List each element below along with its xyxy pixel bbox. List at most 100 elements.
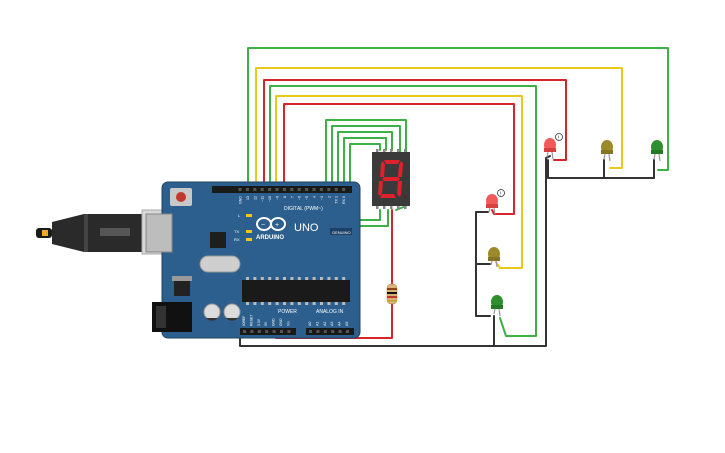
digital-pin[interactable] <box>342 188 346 191</box>
analog-pin-label: A3 <box>330 322 334 326</box>
chip-pin <box>283 302 286 305</box>
chip-pin <box>246 302 249 305</box>
chip-pin <box>283 277 286 280</box>
analog-pin[interactable] <box>323 330 327 333</box>
display-pin[interactable] <box>390 149 393 152</box>
arduino-logo: − + ARDUINO <box>256 217 286 241</box>
power-pin-label: Vin <box>286 321 290 326</box>
power-pin[interactable] <box>257 330 261 333</box>
chip-pin <box>305 302 309 305</box>
digital-pins <box>238 188 346 191</box>
digital-pin[interactable] <box>312 188 316 191</box>
segment-d <box>380 194 396 198</box>
display-pin[interactable] <box>404 149 407 152</box>
digital-pin[interactable] <box>334 188 338 191</box>
led-l-label: L <box>238 213 241 218</box>
display-pin[interactable] <box>383 206 386 209</box>
genuino-text: GENUINO <box>332 230 351 235</box>
digital-pin[interactable] <box>245 188 249 191</box>
digital-pin[interactable] <box>327 188 331 191</box>
led-red-1[interactable] <box>486 194 498 215</box>
analog-pin-label: A1 <box>315 322 319 326</box>
power-pin[interactable] <box>250 330 254 333</box>
analog-pin[interactable] <box>309 330 312 333</box>
brand-text: ARDUINO <box>256 235 284 241</box>
analog-pin[interactable] <box>346 330 349 333</box>
display-pin[interactable] <box>383 149 386 152</box>
led-info-marker-1[interactable]: ! <box>497 189 505 198</box>
chip-pin <box>312 277 316 280</box>
chip-pin <box>260 302 264 305</box>
chip-pin <box>334 277 338 280</box>
led-green-2[interactable] <box>651 140 663 162</box>
chip-pin <box>290 277 294 280</box>
led-yellow-2[interactable] <box>601 140 613 162</box>
digital-pin-label: ~11 <box>261 196 265 202</box>
power-pin[interactable] <box>243 330 246 333</box>
resistor[interactable] <box>386 283 398 305</box>
usb-cable-tip <box>42 230 48 236</box>
chip-pin <box>342 277 346 280</box>
led-tx-label: TX <box>234 229 239 234</box>
power-pin-label: GND <box>279 318 283 326</box>
chip-pin <box>327 302 331 305</box>
digital-pin[interactable] <box>260 188 264 191</box>
capacitor-2 <box>223 303 241 321</box>
segment-f <box>380 161 385 177</box>
power-pin-label: IOREF <box>242 316 246 326</box>
chip-pin <box>312 302 316 305</box>
led-l-indicator <box>246 214 252 217</box>
chip-pin <box>305 277 309 280</box>
display-pin[interactable] <box>376 149 379 152</box>
analog-header <box>306 328 354 335</box>
display-pin[interactable] <box>397 206 400 209</box>
voltage-regulator <box>174 280 190 296</box>
power-pin[interactable] <box>287 330 291 333</box>
digital-pin-label: 12 <box>253 196 257 200</box>
display-pin[interactable] <box>390 206 393 209</box>
reset-button-cap[interactable] <box>176 192 186 202</box>
digital-pin[interactable] <box>253 188 257 191</box>
digital-label: DIGITAL (PWM~) <box>284 206 323 212</box>
power-pin[interactable] <box>280 330 283 333</box>
led-info-marker-2[interactable]: ! <box>555 133 563 142</box>
analog-label: ANALOG IN <box>316 309 344 315</box>
digital-pin[interactable] <box>305 188 309 191</box>
wire-black-led2-green <box>603 159 655 179</box>
segment-a <box>384 160 400 164</box>
digital-pin[interactable] <box>275 188 279 191</box>
digital-pin[interactable] <box>282 188 286 191</box>
power-pin[interactable] <box>272 330 276 333</box>
analog-pin[interactable] <box>331 330 335 333</box>
power-pin[interactable] <box>265 330 269 333</box>
analog-pin[interactable] <box>316 330 320 333</box>
chip-pin <box>268 302 272 305</box>
digital-pin[interactable] <box>319 188 323 191</box>
digital-pin[interactable] <box>268 188 272 191</box>
wire-green-pin10 <box>269 85 537 337</box>
display-pin[interactable] <box>404 206 407 209</box>
power-pin-label: GND <box>272 318 276 326</box>
digital-pin[interactable] <box>238 188 242 191</box>
chip-pin <box>320 277 323 280</box>
digital-pin[interactable] <box>290 188 294 191</box>
crystal <box>199 255 241 273</box>
wire-yellow-pin12 <box>255 67 623 189</box>
led-tx-indicator <box>246 230 252 233</box>
display-pin[interactable] <box>397 149 400 152</box>
display-pins-top <box>376 149 407 152</box>
analog-pin[interactable] <box>338 330 342 333</box>
digital-pin[interactable] <box>297 188 301 191</box>
capacitor-1 <box>203 303 221 321</box>
led-red-2[interactable] <box>544 138 556 160</box>
display-pin[interactable] <box>376 206 379 209</box>
led-green-1[interactable] <box>491 295 503 317</box>
seven-segment-display[interactable] <box>372 149 410 209</box>
bottom-pins <box>243 330 349 333</box>
digital-pin-label: 4 <box>313 196 317 198</box>
segment-b <box>398 161 403 177</box>
led-yellow-1[interactable] <box>488 247 500 268</box>
